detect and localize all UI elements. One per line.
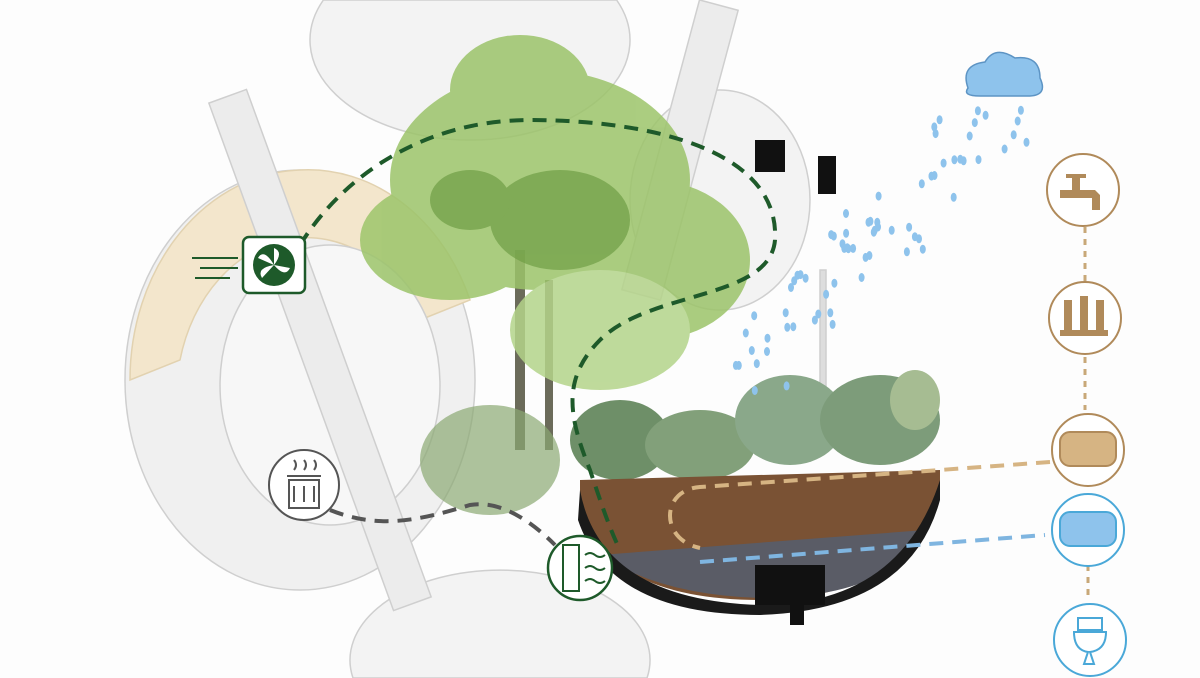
raindrop bbox=[748, 346, 755, 355]
raindrop bbox=[797, 270, 804, 280]
raindrop bbox=[974, 106, 981, 116]
raindrop bbox=[867, 216, 874, 226]
raindrop bbox=[784, 322, 791, 332]
raindrop bbox=[831, 278, 838, 288]
storage-tank-icon bbox=[1051, 413, 1125, 487]
raindrop bbox=[1017, 105, 1024, 115]
raindrop bbox=[1023, 137, 1030, 147]
raindrop bbox=[844, 243, 851, 253]
raindrop bbox=[782, 308, 789, 318]
raindrop bbox=[940, 158, 947, 168]
raindrop bbox=[830, 231, 837, 241]
raindrop bbox=[874, 217, 881, 227]
raindrop bbox=[966, 131, 973, 141]
raindrop bbox=[751, 311, 758, 321]
raindrop bbox=[936, 115, 943, 125]
raindrop bbox=[827, 308, 834, 318]
raindrop bbox=[916, 234, 922, 244]
drain-box bbox=[755, 565, 825, 605]
raindrop bbox=[931, 122, 938, 132]
water-tap-icon bbox=[1046, 153, 1120, 227]
exhaust-vent-icon bbox=[268, 449, 340, 521]
frame-beam bbox=[207, 88, 433, 612]
clean-water-tank-icon bbox=[1051, 493, 1125, 567]
fan-with-airflow-icon bbox=[192, 235, 307, 295]
exhaust-vent-block bbox=[818, 156, 836, 194]
raindrop bbox=[811, 315, 818, 325]
raindrop bbox=[866, 251, 873, 260]
raindrop bbox=[843, 209, 849, 218]
raindrop bbox=[802, 273, 809, 283]
rain-cloud-icon bbox=[965, 51, 1044, 97]
air-filter-icon bbox=[546, 534, 614, 602]
exhaust-flow-path bbox=[329, 502, 557, 547]
gravel-layer bbox=[600, 530, 925, 598]
raindrop bbox=[888, 225, 895, 235]
raindrop bbox=[764, 347, 770, 356]
raindrop bbox=[950, 192, 957, 202]
raindrop bbox=[764, 333, 771, 343]
lamp-post bbox=[819, 269, 827, 391]
toilet-icon bbox=[1053, 603, 1127, 677]
drain-pipe bbox=[790, 600, 804, 625]
raindrop bbox=[753, 359, 760, 369]
raindrop bbox=[931, 171, 938, 180]
raindrop bbox=[751, 386, 758, 395]
exhaust-vent-block bbox=[755, 140, 785, 172]
raindrop bbox=[790, 322, 797, 332]
raindrop bbox=[815, 309, 822, 319]
raindrop bbox=[791, 276, 798, 286]
raindrop bbox=[829, 319, 836, 329]
water-collection-path bbox=[699, 533, 1046, 564]
raindrop bbox=[858, 273, 865, 282]
raindrop bbox=[903, 247, 910, 257]
raindrop bbox=[742, 328, 749, 338]
planter bbox=[570, 370, 940, 625]
raindrop bbox=[906, 222, 913, 232]
raindrop bbox=[918, 179, 925, 189]
raindrop bbox=[850, 243, 857, 253]
raindrop bbox=[871, 225, 878, 235]
raindrop bbox=[919, 244, 926, 254]
raindrop bbox=[823, 289, 830, 299]
raindrop bbox=[732, 360, 739, 370]
raindrops bbox=[732, 105, 1030, 395]
raindrop bbox=[975, 155, 982, 165]
water-treatment-icon bbox=[1048, 281, 1122, 355]
flow-paths bbox=[298, 117, 1090, 595]
raindrop bbox=[875, 191, 882, 201]
raindrop bbox=[1014, 116, 1021, 126]
tree bbox=[360, 35, 750, 515]
raindrop bbox=[1010, 130, 1017, 140]
raindrop bbox=[951, 155, 958, 165]
raindrop bbox=[783, 381, 790, 391]
irrigation-flow-path bbox=[668, 460, 1051, 550]
supply-chain-path bbox=[1083, 215, 1090, 595]
shrubs bbox=[570, 370, 940, 480]
raindrop bbox=[971, 118, 978, 128]
raindrop bbox=[788, 283, 794, 292]
raindrop bbox=[957, 154, 964, 164]
raindrop bbox=[1001, 144, 1008, 154]
raindrop bbox=[843, 228, 850, 238]
raindrop bbox=[982, 110, 989, 120]
